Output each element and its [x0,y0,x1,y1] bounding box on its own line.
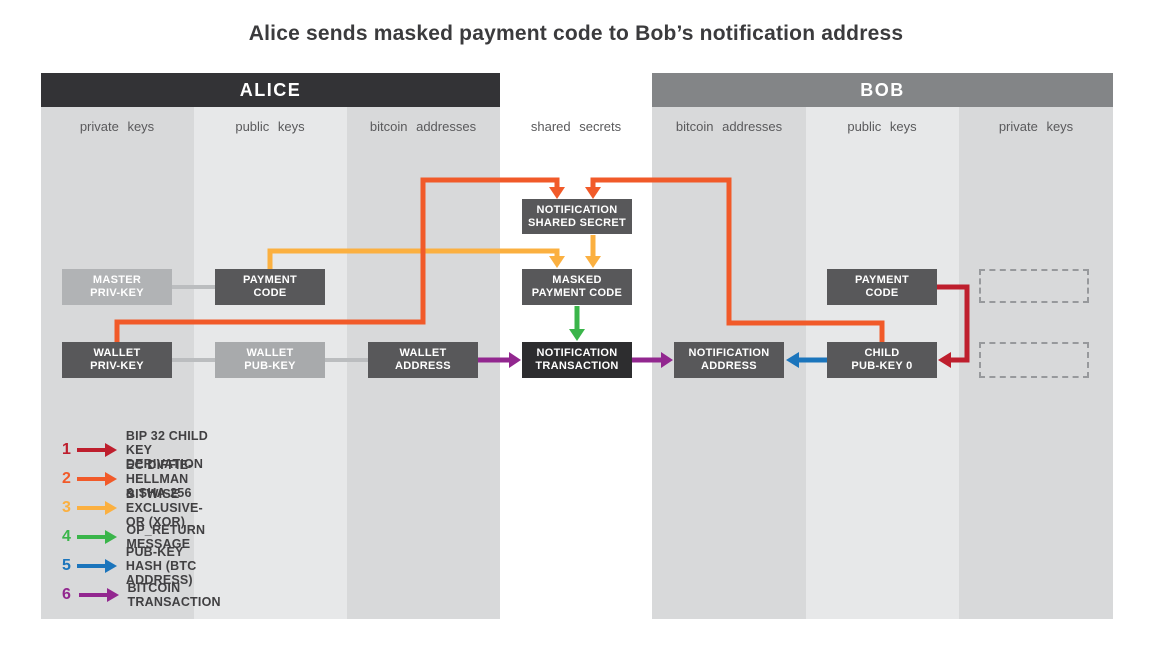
arrow-pubkeyhash-head [786,352,799,368]
legend-label-5: PUB-KEY HASH (BTC ADDRESS) [125,545,197,587]
box-notification-transaction-line2: TRANSACTION [535,360,619,372]
box-masked-payment-code-line1: MASKED [552,274,602,286]
placeholder-bob-private-key-2 [979,342,1089,378]
arrow-bip32-head [938,352,951,368]
box-notification-shared-secret-line1: NOTIFICATION [536,203,618,216]
column-label-bob-bitcoin-addresses: bitcoin addresses [675,119,783,134]
box-notification-shared-secret-line2: SHARED SECRET [527,216,627,229]
box-payment-code-alice-line1: PAYMENT [242,274,298,286]
legend-item-1: 1 BIP 32 CHILD KEY DERIVATION [62,429,210,471]
legend-number-6: 6 [62,586,71,603]
legend-arrow-yellow-icon [76,501,117,515]
arrow-ecdh-bob-line [590,177,885,343]
column-label-bob-public-keys: public keys [847,119,917,134]
legend-arrow-line [76,448,105,452]
legend-arrow-head [104,501,117,515]
arrow-opreturn-head [569,329,585,341]
legend-arrow-head [104,472,117,486]
legend-label-4: OP_RETURN MESSAGE [126,523,206,551]
legend-arrow-line [77,535,106,539]
legend-label-1: BIP 32 CHILD KEY DERIVATION [125,429,208,471]
box-master-priv-key-line2: PRIV-KEY [90,287,144,299]
legend-arrow-blue-icon [76,559,117,573]
legend-label-6: BITCOIN TRANSACTION [127,581,221,609]
arrow-ecdh-alice-line [114,177,560,343]
box-wallet-pub-key: WALLET PUB-KEY [215,342,325,378]
column-label-shared-secrets: shared secrets [530,119,622,134]
legend-item-4: 4 OP_RETURN MESSAGE [62,523,212,551]
legend-label-2: EC DIFFIE-HELLMAN & SHA-256 [125,458,193,500]
box-payment-code-bob: PAYMENT CODE [827,269,937,305]
arrow-btctx-left-head [509,352,521,368]
legend-label-3: BITWISE EXCLUSIVE-OR (XOR) [125,487,203,529]
legend-item-2: 2 EC DIFFIE-HELLMAN & SHA-256 [62,458,196,500]
box-payment-code-bob-line2: CODE [865,287,899,299]
arrow-xor-paymentcode-line [267,248,560,270]
box-wallet-address: WALLET ADDRESS [368,342,478,378]
box-child-pub-key-0-line1: CHILD [864,347,900,359]
box-notification-transaction: NOTIFICATION TRANSACTION [522,342,632,378]
box-masked-payment-code-line2: PAYMENT CODE [531,287,623,299]
box-wallet-priv-key-line1: WALLET [93,347,141,359]
legend-arrow-purple-icon [78,588,119,602]
legend-arrow-head [104,559,117,573]
box-payment-code-alice: PAYMENT CODE [215,269,325,305]
legend-number-2: 2 [62,470,71,487]
legend-arrow-orange-icon [76,472,117,486]
legend-arrow-head [106,588,119,602]
legend-number-3: 3 [62,499,71,516]
box-master-priv-key-line1: MASTER [92,274,142,286]
arrow-bip32-line [937,284,970,363]
legend-item-5: 5 PUB-KEY HASH (BTC ADDRESS) [62,545,200,587]
box-child-pub-key-0-line2: PUB-KEY 0 [851,360,913,372]
box-notification-address-line1: NOTIFICATION [688,347,770,359]
legend-arrow-red-icon [76,443,117,457]
box-notification-shared-secret: NOTIFICATION SHARED SECRET [522,199,632,234]
column-label-alice-bitcoin-addresses: bitcoin addresses [369,119,477,134]
legend-arrow-head [104,443,117,457]
box-payment-code-bob-line1: PAYMENT [854,274,910,286]
legend-arrow-green-icon [77,530,118,544]
legend-number-1: 1 [62,441,71,458]
box-masked-payment-code: MASKED PAYMENT CODE [522,269,632,305]
box-wallet-address-line1: WALLET [399,347,447,359]
legend-arrow-line [76,477,105,481]
box-notification-transaction-line1: NOTIFICATION [536,347,618,359]
column-label-bob-private-keys: private keys [998,119,1074,134]
alice-header: ALICE [41,73,500,107]
page-title: Alice sends masked payment code to Bob’s… [248,22,904,45]
box-wallet-address-line2: ADDRESS [395,360,451,372]
legend-arrow-line [76,506,105,510]
box-wallet-priv-key: WALLET PRIV-KEY [62,342,172,378]
arrow-xor-sharedsecret-head [585,256,601,268]
box-child-pub-key-0: CHILD PUB-KEY 0 [827,342,937,378]
box-notification-address: NOTIFICATION ADDRESS [674,342,784,378]
legend-item-6: 6 BITCOIN TRANSACTION [62,581,226,609]
placeholder-bob-private-key-1 [979,269,1089,303]
column-label-alice-private-keys: private keys [79,119,155,134]
column-label-alice-public-keys: public keys [235,119,305,134]
arrow-ecdh-bob-head [585,187,601,199]
arrow-xor-paymentcode-head [549,256,565,268]
bob-header: BOB [652,73,1113,107]
legend-arrow-line [78,593,107,597]
legend-arrow-line [76,564,105,568]
box-payment-code-alice-line2: CODE [253,287,287,299]
arrow-btctx-right-head [661,352,673,368]
legend-arrow-head [105,530,118,544]
box-notification-address-line2: ADDRESS [701,360,757,372]
box-master-priv-key: MASTER PRIV-KEY [62,269,172,305]
box-wallet-priv-key-line2: PRIV-KEY [90,360,144,372]
legend-number-4: 4 [62,528,71,545]
box-wallet-pub-key-line1: WALLET [246,347,294,359]
legend-item-3: 3 BITWISE EXCLUSIVE-OR (XOR) [62,487,210,529]
arrow-ecdh-alice-head [549,187,565,199]
legend-number-5: 5 [62,557,71,574]
box-wallet-pub-key-line2: PUB-KEY [244,360,296,372]
